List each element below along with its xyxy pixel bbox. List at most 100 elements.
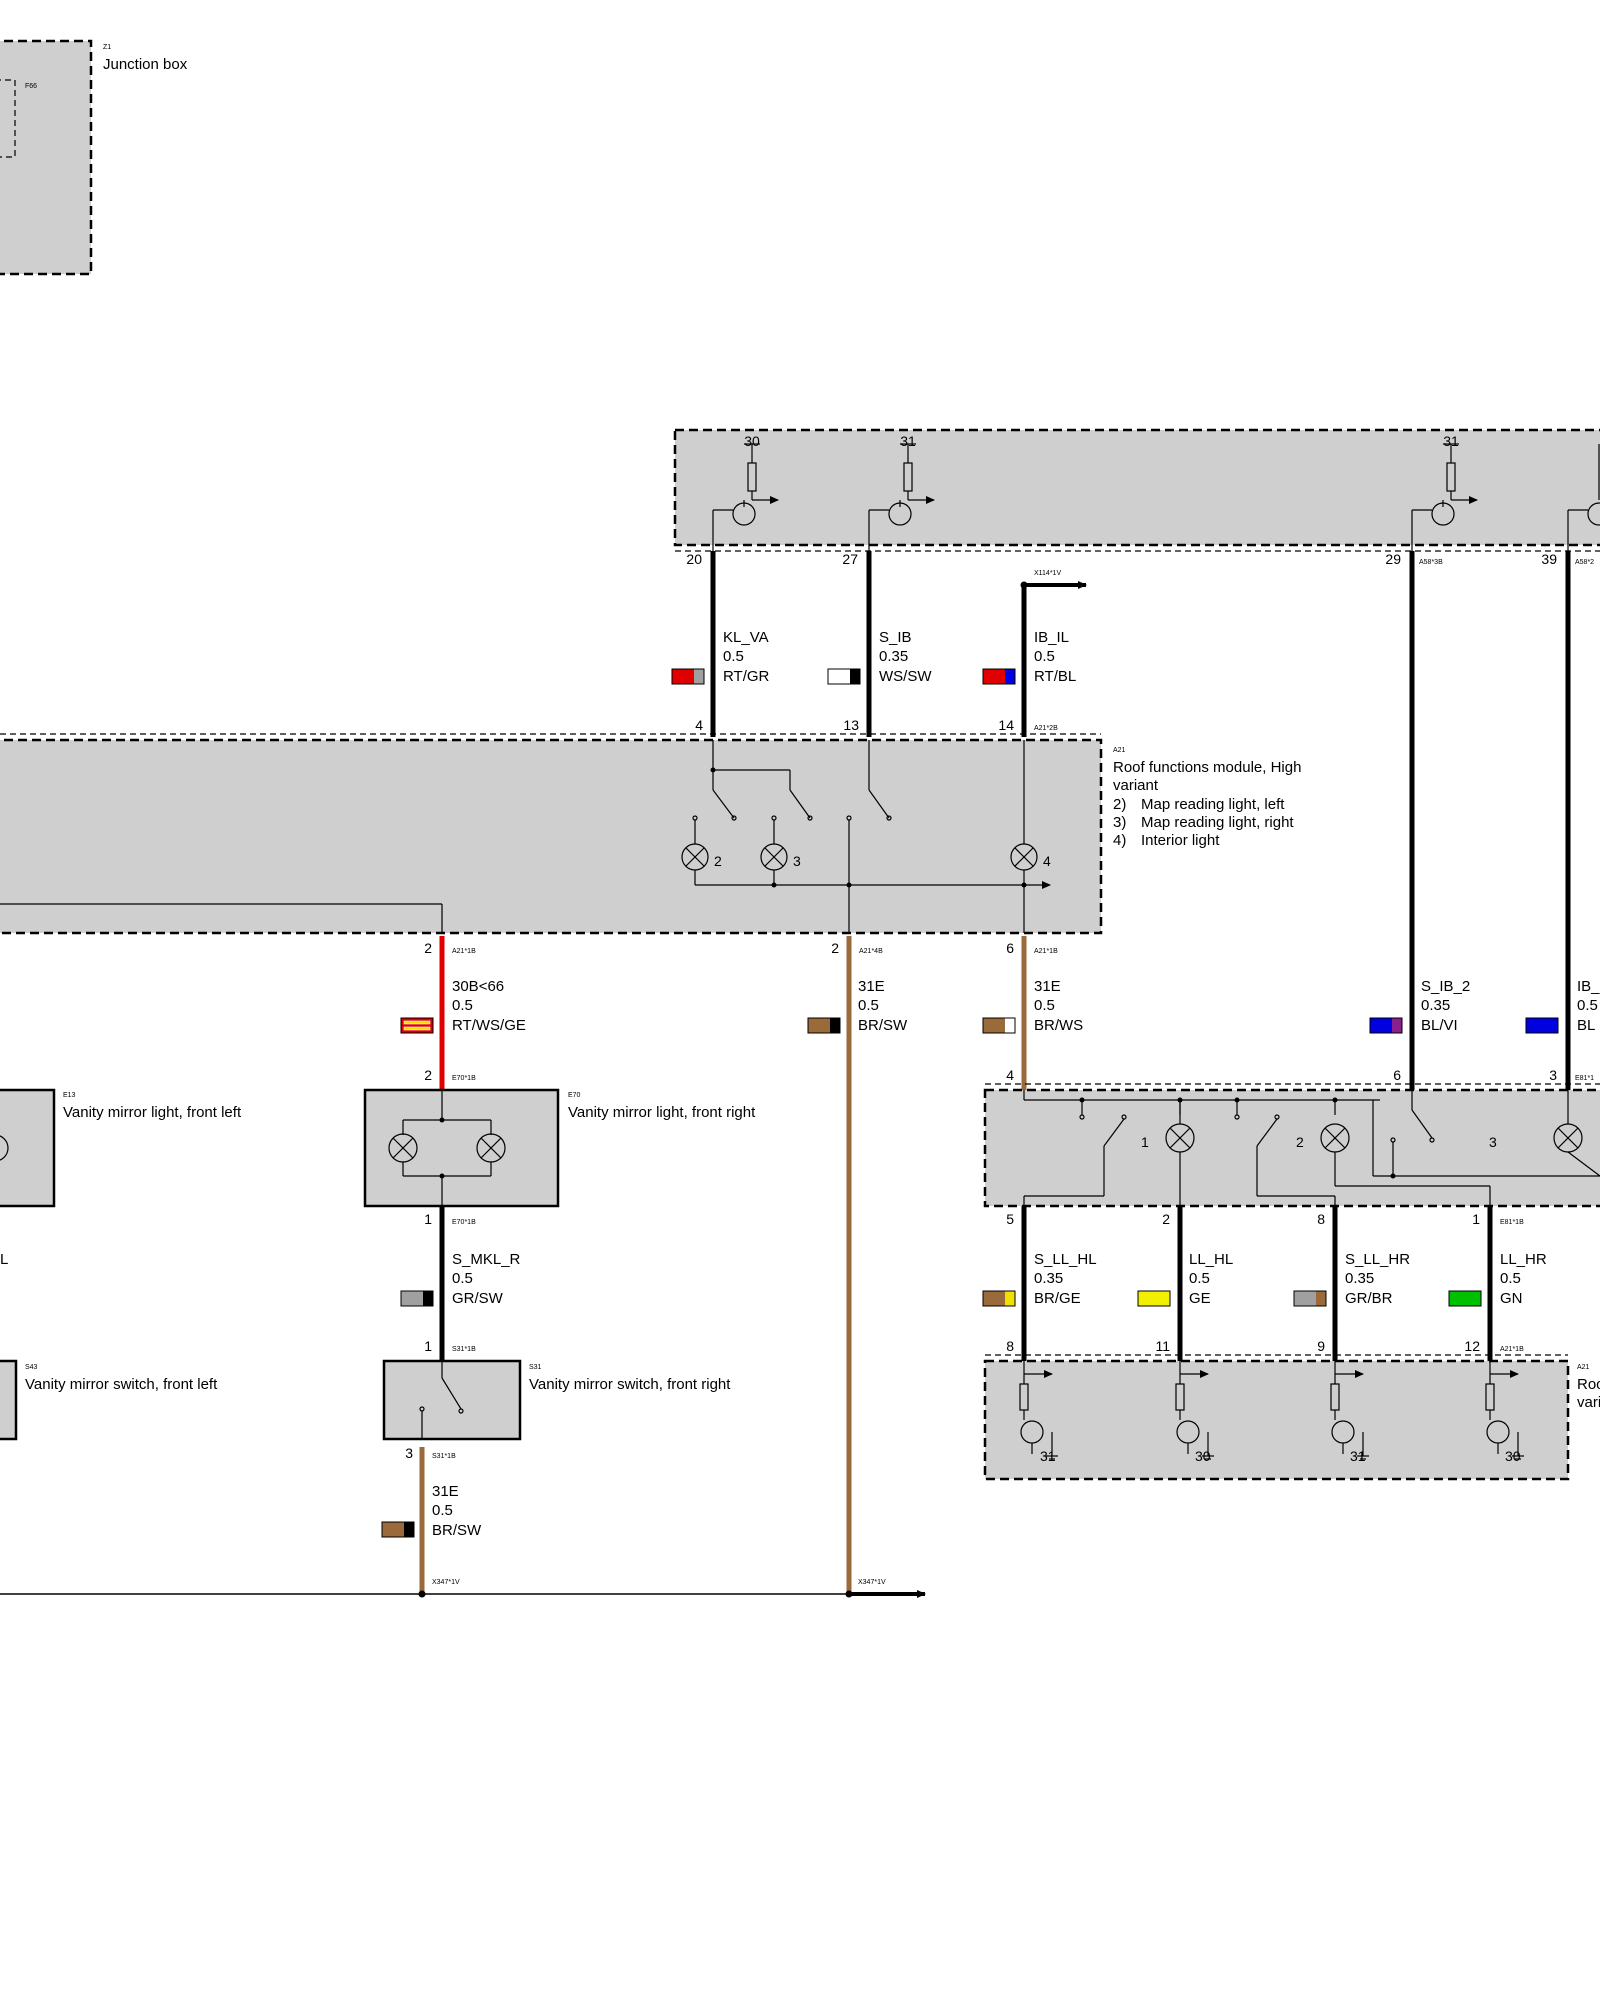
wire-color-swatch xyxy=(1448,1290,1482,1307)
pin-5: 5 xyxy=(1006,1211,1014,1227)
e13-name: Vanity mirror light, front left xyxy=(63,1104,242,1121)
svg-text:0.5: 0.5 xyxy=(1577,997,1598,1014)
lamp-1-label: 1 xyxy=(1141,1134,1149,1150)
wire-label-31e: 31E 0.5 BR/WS xyxy=(1034,978,1083,1034)
wire-label-partial: L xyxy=(0,1251,8,1268)
wire-label-kl-va: KL_VA 0.5 RT/GR xyxy=(723,629,770,685)
s31-ref: S31 xyxy=(529,1364,542,1371)
svg-text:S_LL_HR: S_LL_HR xyxy=(1345,1251,1410,1268)
terminal-31: 31 xyxy=(1443,433,1459,449)
wire-label-31e: 31E 0.5 BR/SW xyxy=(858,978,908,1034)
pin-27: 27 xyxy=(842,551,858,567)
svg-text:WS/SW: WS/SW xyxy=(879,668,932,685)
svg-text:KL_VA: KL_VA xyxy=(723,629,769,646)
s31-name: Vanity mirror switch, front right xyxy=(529,1376,731,1393)
conn-a21-1b: A21*1B xyxy=(1500,1346,1524,1353)
transistor-icon xyxy=(1330,1361,1369,1460)
transistor-icon xyxy=(712,443,779,551)
svg-text:BR/SW: BR/SW xyxy=(432,1522,482,1539)
svg-text:BR/WS: BR/WS xyxy=(1034,1017,1083,1034)
roof-module-a21-outputs xyxy=(983,1354,1570,1481)
a21-item-num: 2) xyxy=(1113,796,1126,813)
pin-20: 20 xyxy=(686,551,702,567)
pin-2: 2 xyxy=(1162,1211,1170,1227)
lamp-2-label: 2 xyxy=(714,853,722,869)
svg-text:S_IB: S_IB xyxy=(879,629,912,646)
pin-9: 9 xyxy=(1317,1338,1325,1354)
a21-item-num: 3) xyxy=(1113,814,1126,831)
svg-text:BL: BL xyxy=(1577,1017,1595,1034)
svg-text:0.5: 0.5 xyxy=(858,997,879,1014)
z1-ref: Z1 xyxy=(103,44,111,51)
svg-text:BR/GE: BR/GE xyxy=(1034,1290,1081,1307)
wires-middle xyxy=(419,936,1027,1594)
roof-functions-module-a21: 2 3 4 xyxy=(0,733,1103,935)
svg-text:BL/VI: BL/VI xyxy=(1421,1017,1458,1034)
a21-item-text: Map reading light, right xyxy=(1141,814,1294,831)
vanity-switch-s31 xyxy=(382,1359,522,1441)
x347-ref: X347*1V xyxy=(858,1579,886,1586)
vanity-light-e70 xyxy=(363,1088,560,1208)
wires-bottom-right xyxy=(1021,1206,1493,1361)
pin-2: 2 xyxy=(831,940,839,956)
wire-color-swatch xyxy=(827,668,861,685)
conn-a58-3b: A58*3B xyxy=(1419,559,1443,566)
transistor-icon xyxy=(1485,1361,1524,1460)
wire-label-31e: 31E 0.5 BR/SW xyxy=(432,1483,482,1539)
wire-label-ib-il: IB_IL 0.5 RT/BL xyxy=(1034,629,1076,685)
a21-title-1: Roof functions module, High xyxy=(1113,759,1301,776)
pin-8: 8 xyxy=(1317,1211,1325,1227)
conn-s31: S31*1B xyxy=(452,1346,476,1353)
conn-e70: E70*1B xyxy=(452,1219,476,1226)
lamp-3-label: 3 xyxy=(1489,1134,1497,1150)
svg-text:LL_HL: LL_HL xyxy=(1189,1251,1233,1268)
svg-text:S_IB_2: S_IB_2 xyxy=(1421,978,1470,995)
conn-a21-1b: A21*1B xyxy=(452,948,476,955)
s43-name: Vanity mirror switch, front left xyxy=(25,1376,218,1393)
svg-text:S_LL_HL: S_LL_HL xyxy=(1034,1251,1097,1268)
e13-ref: E13 xyxy=(63,1092,76,1099)
wire-color-swatch xyxy=(982,1017,1016,1034)
wire-color-swatch xyxy=(400,1017,434,1034)
ground-label: 30 xyxy=(1505,1448,1521,1464)
svg-text:RT/BL: RT/BL xyxy=(1034,668,1076,685)
wire-color-swatch xyxy=(381,1521,415,1538)
e70-name: Vanity mirror light, front right xyxy=(568,1104,756,1121)
wire-label-ib-right: IB_ 0.5 BL xyxy=(1577,978,1600,1034)
a21-ref: A21 xyxy=(1577,1364,1590,1371)
e70-ref: E70 xyxy=(568,1092,581,1099)
vanity-switch-s43 xyxy=(0,1359,18,1441)
svg-text:0.5: 0.5 xyxy=(1500,1270,1521,1287)
svg-text:31E: 31E xyxy=(1034,978,1061,995)
wire-label-s-ll-hr: S_LL_HR 0.35 GR/BR xyxy=(1345,1251,1410,1307)
reading-light-module: 1 2 3 xyxy=(983,1083,1600,1208)
pin-2: 2 xyxy=(424,1067,432,1083)
wire-color-swatch xyxy=(982,668,1016,685)
wire-color-swatches xyxy=(381,668,1559,1538)
svg-text:0.35: 0.35 xyxy=(1345,1270,1374,1287)
a21-item-text: Interior light xyxy=(1141,832,1220,849)
a21-ref: A21 xyxy=(1113,747,1126,754)
wire-color-swatch xyxy=(1137,1290,1171,1307)
terminal-30: 30 xyxy=(744,433,760,449)
svg-text:IB_: IB_ xyxy=(1577,978,1600,995)
svg-text:GR/BR: GR/BR xyxy=(1345,1290,1393,1307)
pin-13: 13 xyxy=(843,717,859,733)
svg-text:0.35: 0.35 xyxy=(879,648,908,665)
a21-title-2: variant xyxy=(1113,777,1159,794)
pin-1: 1 xyxy=(424,1211,432,1227)
svg-text:BR/SW: BR/SW xyxy=(858,1017,908,1034)
svg-text:GN: GN xyxy=(1500,1290,1523,1307)
svg-text:0.5: 0.5 xyxy=(432,1502,453,1519)
svg-text:IB_IL: IB_IL xyxy=(1034,629,1069,646)
svg-text:S_MKL_R: S_MKL_R xyxy=(452,1251,521,1268)
transistor-icon xyxy=(868,443,935,551)
conn-e70: E70*1B xyxy=(452,1075,476,1082)
x114-ref: X114*1V xyxy=(1034,570,1061,577)
wires-top xyxy=(710,551,1571,1090)
svg-text:31E: 31E xyxy=(432,1483,459,1500)
transistor-icon xyxy=(1019,1361,1058,1460)
wire-label-s-ib-2: S_IB_2 0.35 BL/VI xyxy=(1421,978,1470,1034)
wire-color-swatch xyxy=(1525,1017,1559,1034)
pin-8: 8 xyxy=(1006,1338,1014,1354)
